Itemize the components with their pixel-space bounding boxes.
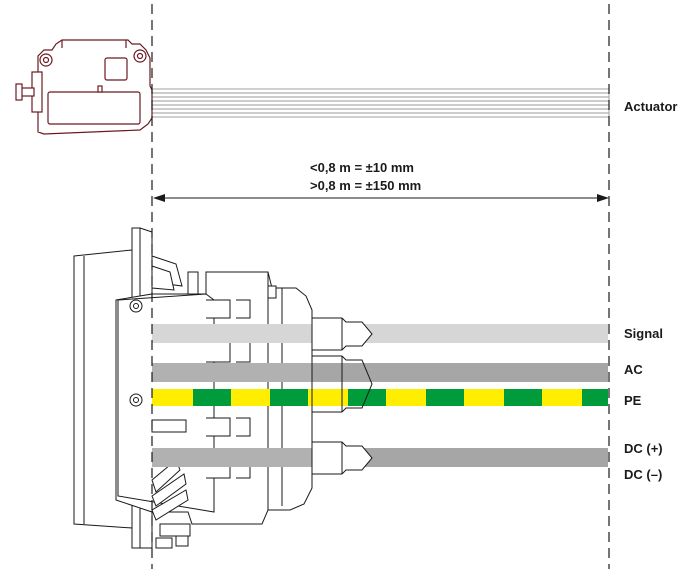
- actuator-ribbon-cable: [149, 88, 610, 118]
- gland-signal: [311, 317, 373, 351]
- cable-overlay-inside-housing: [152, 324, 312, 467]
- gland-ac-pe: [311, 355, 373, 413]
- signal-label: Signal: [624, 326, 663, 341]
- dimension-arrow-left: [153, 194, 165, 202]
- cable-ac: [152, 363, 608, 382]
- dc-minus-label: DC (–): [624, 467, 662, 482]
- cable-signal: [152, 324, 608, 343]
- length-dimension: <0,8 m = ±10 mm >0,8 m = ±150 mm: [153, 160, 609, 202]
- cable-dc: [152, 448, 608, 467]
- gland-dc: [311, 441, 373, 475]
- cable-glands: [311, 317, 373, 475]
- tolerance-long: >0,8 m = ±150 mm: [310, 178, 421, 193]
- pe-label: PE: [624, 393, 642, 408]
- actuator-body: [15, 39, 153, 135]
- actuator-label: Actuator: [624, 99, 677, 114]
- tolerance-short: <0,8 m = ±10 mm: [310, 160, 414, 175]
- dc-plus-label: DC (+): [624, 441, 663, 456]
- cable-pe: [152, 389, 608, 406]
- ac-label: AC: [624, 362, 643, 377]
- actuator-assembly: Actuator: [15, 39, 677, 135]
- dimension-arrow-right: [597, 194, 609, 202]
- connector-housing: [73, 227, 313, 549]
